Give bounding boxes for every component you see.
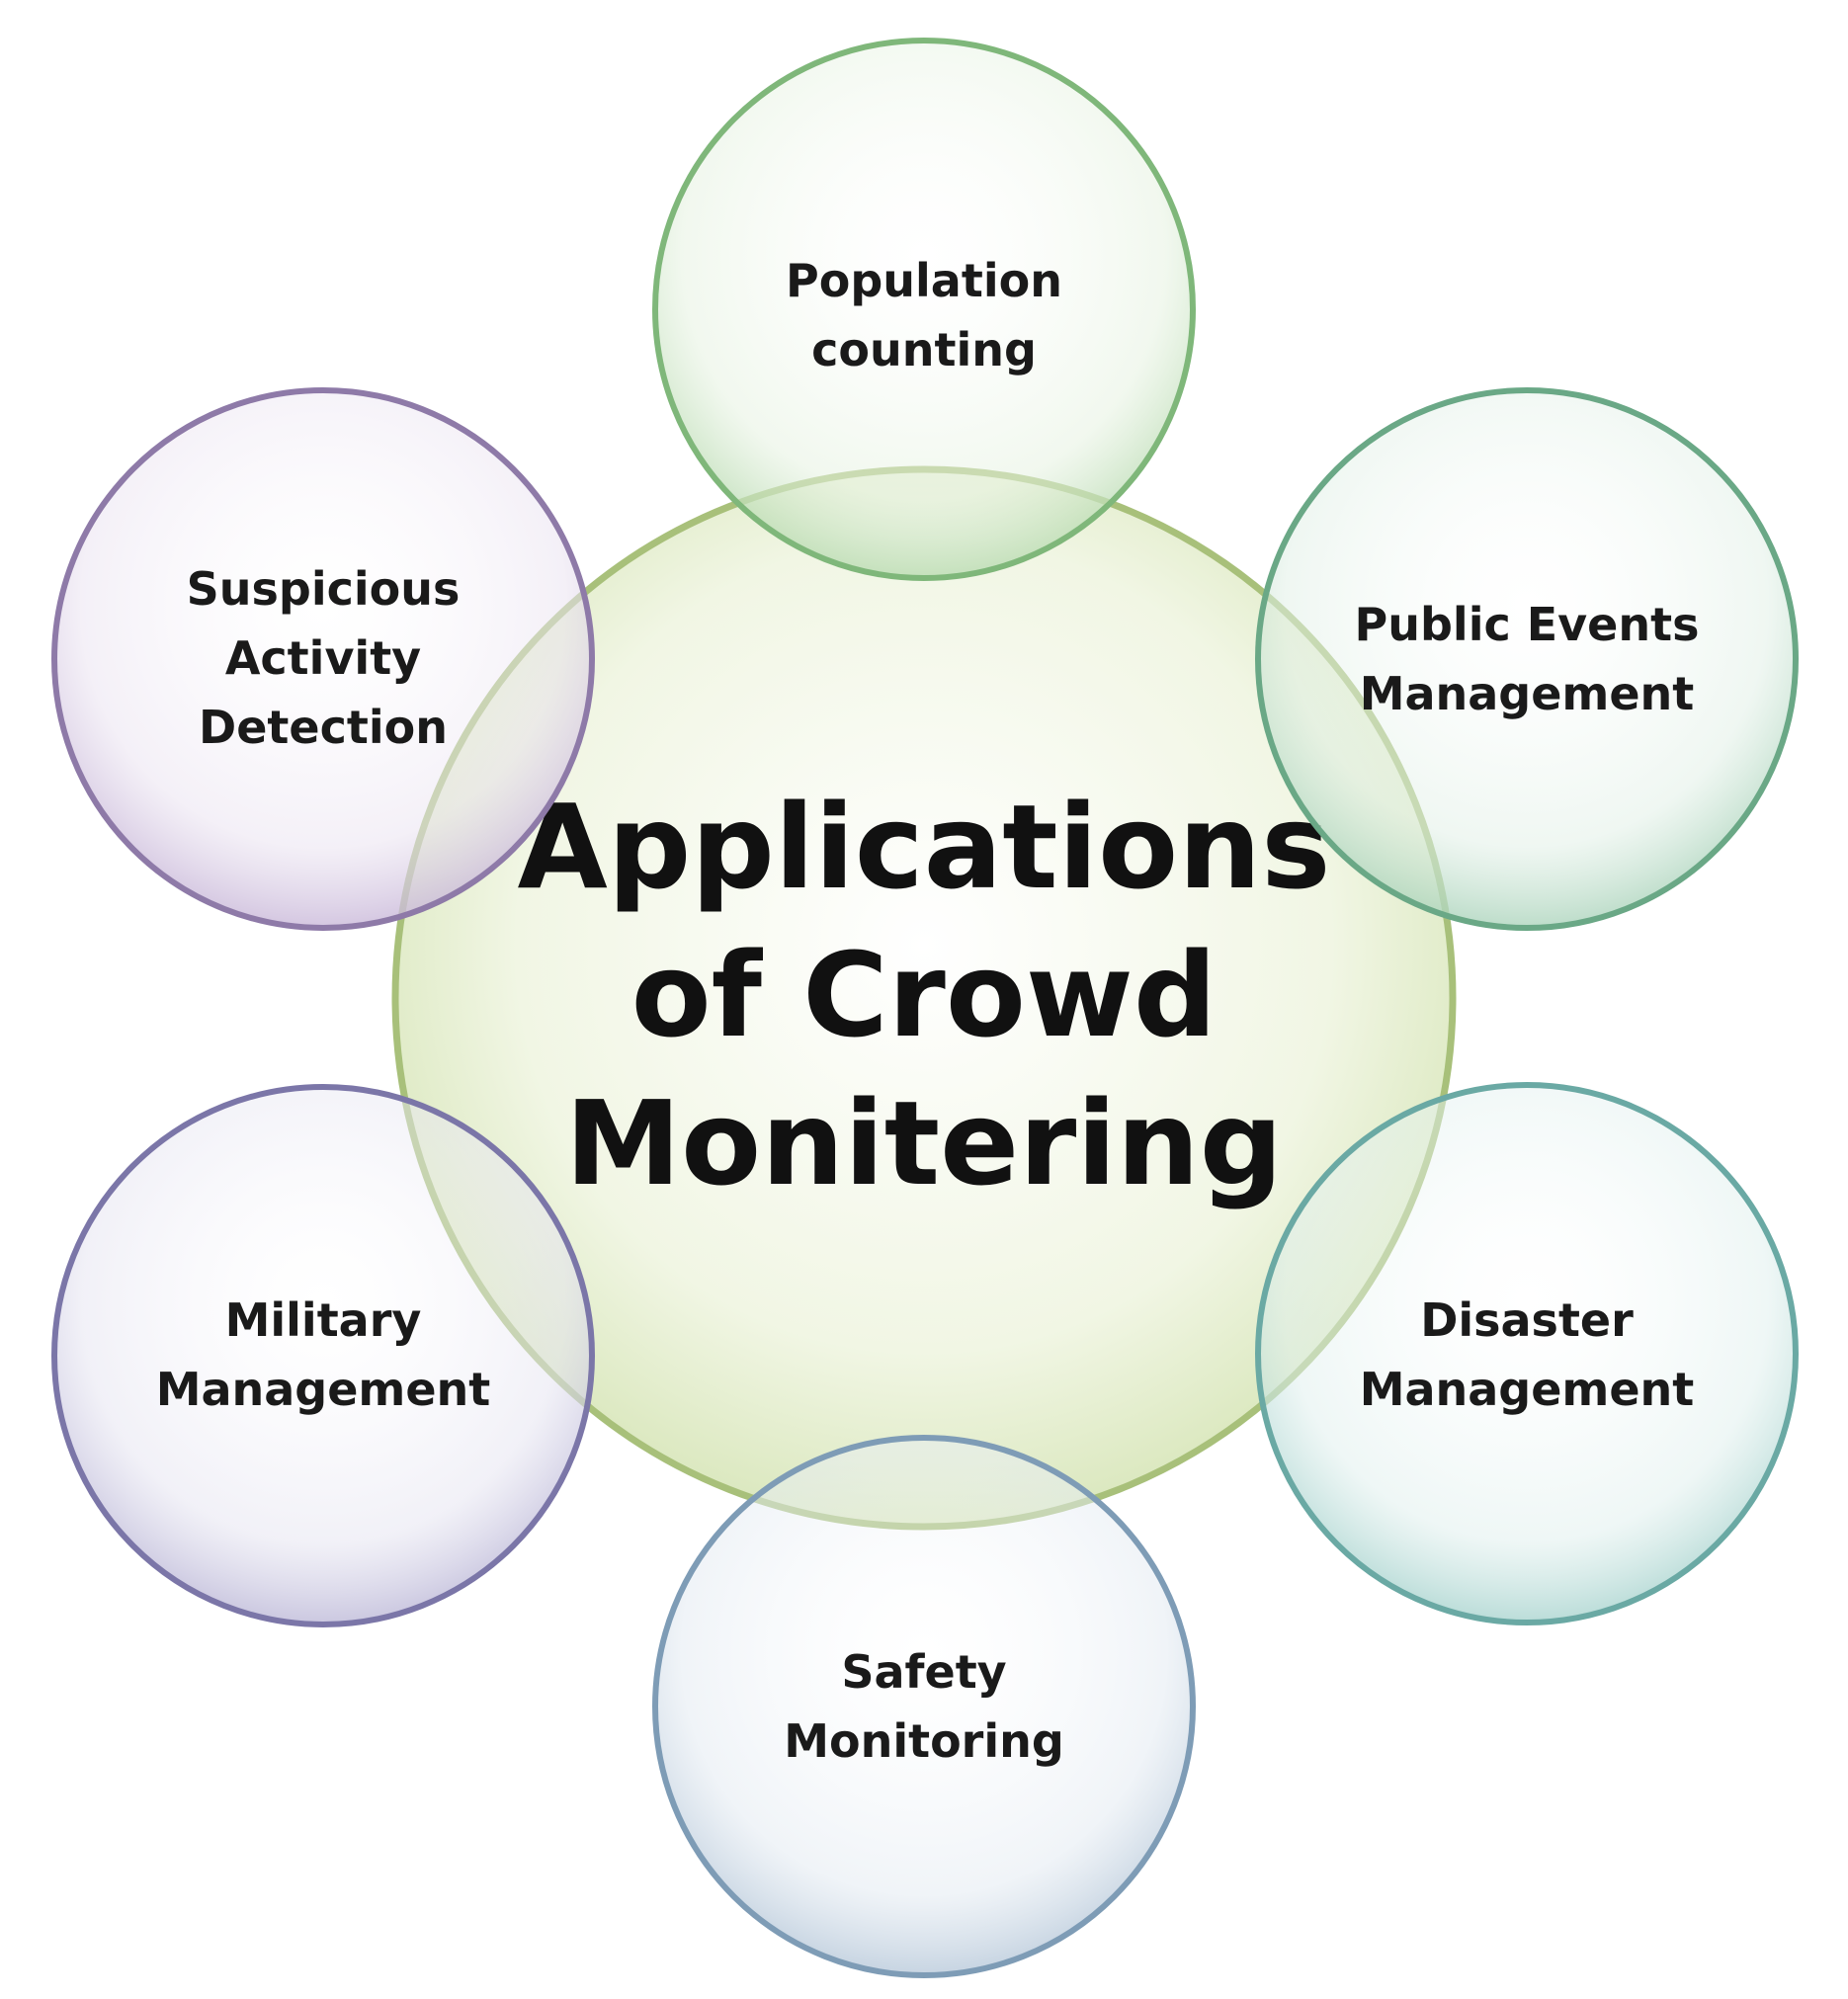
safety-label-line1: Safety: [841, 1645, 1006, 1699]
satellite-circle-safety: [652, 1435, 1196, 1978]
satellite-military-management: Military Management: [51, 1084, 595, 1627]
safety-label-line2: Monitoring: [784, 1714, 1064, 1768]
suspicious-label-line3: Detection: [199, 701, 448, 754]
population-label-line2: counting: [811, 323, 1037, 376]
suspicious-label-line2: Activity: [225, 631, 421, 685]
satellite-circle-suspicious: [51, 387, 595, 931]
suspicious-label-line1: Suspicious: [187, 562, 461, 616]
population-label-line1: Population: [786, 254, 1062, 307]
satellite-population-counting: Population counting: [652, 38, 1196, 581]
satellite-circle-public-events: [1255, 387, 1799, 931]
satellite-suspicious-activity-detection: Suspicious Activity Detection: [51, 387, 595, 931]
satellite-circle-population: [652, 38, 1196, 581]
satellite-public-events-management: Public Events Management: [1255, 387, 1799, 931]
satellite-circle-military: [51, 1084, 595, 1627]
center-title-line1: Applications: [518, 779, 1331, 915]
center-title-line2: of Crowd: [631, 927, 1218, 1063]
military-label-line2: Management: [156, 1363, 491, 1416]
public-events-label-line1: Public Events: [1355, 598, 1700, 651]
center-title-line3: Monitering: [565, 1075, 1284, 1211]
center-node: Applications of Crowd Monitering: [391, 465, 1457, 1531]
public-events-label-line2: Management: [1360, 667, 1695, 720]
satellite-circle-disaster: [1255, 1082, 1799, 1625]
military-label-line1: Military: [225, 1293, 422, 1347]
disaster-label-line2: Management: [1360, 1363, 1695, 1416]
disaster-label-line1: Disaster: [1420, 1293, 1634, 1347]
satellite-safety-monitoring: Safety Monitoring: [652, 1435, 1196, 1978]
satellite-disaster-management: Disaster Management: [1255, 1082, 1799, 1625]
